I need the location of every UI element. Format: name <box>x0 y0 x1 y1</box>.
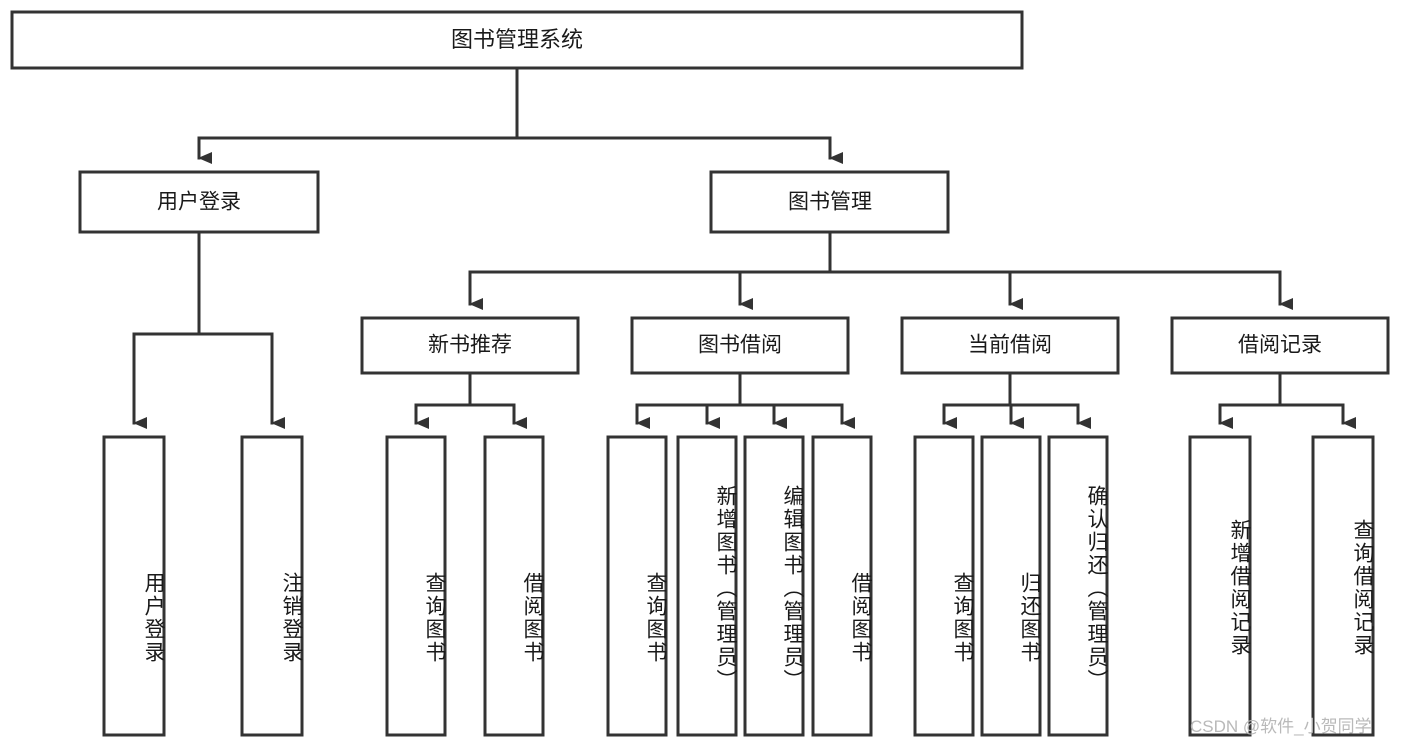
leaf-box-query-borrow-record[interactable] <box>1311 435 1375 737</box>
edges-newbook-to-leaves <box>414 371 527 429</box>
edges-root-to-level1 <box>197 66 843 164</box>
node-new-book-recommend-box[interactable] <box>360 316 580 375</box>
node-book-manage-label: 图书管理 <box>788 191 872 214</box>
leaf-box-query-book-rec[interactable] <box>385 435 447 737</box>
edges-userlogin-to-leaves <box>132 230 285 429</box>
node-new-book-recommend-label: 新书推荐 <box>428 334 512 357</box>
node-book-borrow-label: 图书借阅 <box>698 334 782 357</box>
csdn-watermark: CSDN @软件_小贺同学 <box>1190 717 1372 736</box>
leaf-box-edit-book-admin[interactable] <box>743 435 805 737</box>
node-book-manage-box[interactable] <box>709 170 950 234</box>
node-root-box[interactable] <box>10 10 1024 70</box>
node-current-borrow-label: 当前借阅 <box>968 334 1052 357</box>
leaf-box-confirm-return[interactable] <box>1047 435 1109 737</box>
node-borrow-record-label: 借阅记录 <box>1238 334 1322 357</box>
node-borrow-record-box[interactable] <box>1170 316 1390 375</box>
node-user-login[interactable]: 用户登录 <box>78 170 320 234</box>
leaf-box-query-book-current[interactable] <box>913 435 975 737</box>
leaf-box-add-borrow-record[interactable] <box>1188 435 1252 737</box>
leaf-boxes <box>102 435 1375 737</box>
node-user-login-box[interactable] <box>78 170 320 234</box>
edges-bookmanage-to-level2 <box>468 230 1293 310</box>
leaf-box-user-login[interactable] <box>102 435 166 737</box>
node-book-borrow[interactable]: 图书借阅 <box>630 316 850 375</box>
node-root[interactable]: 图书管理系统 <box>10 10 1024 70</box>
node-book-borrow-box[interactable] <box>630 316 850 375</box>
leaf-box-query-book-borrow[interactable] <box>606 435 668 737</box>
node-root-label: 图书管理系统 <box>451 27 583 52</box>
node-new-book-recommend[interactable]: 新书推荐 <box>360 316 580 375</box>
edges-bookborrow-to-leaves <box>635 371 855 429</box>
leaf-box-user-logout[interactable] <box>240 435 304 737</box>
node-current-borrow[interactable]: 当前借阅 <box>900 316 1120 375</box>
node-current-borrow-box[interactable] <box>900 316 1120 375</box>
leaf-box-borrow-book-rec[interactable] <box>483 435 545 737</box>
node-borrow-record[interactable]: 借阅记录 <box>1170 316 1390 375</box>
edges-currentborrow-to-leaves <box>942 371 1091 429</box>
leaf-box-borrow-book[interactable] <box>811 435 873 737</box>
leaf-box-add-book-admin[interactable] <box>676 435 738 737</box>
edges-borrowrecord-to-leaves <box>1218 371 1356 429</box>
node-user-login-label: 用户登录 <box>157 191 241 214</box>
leaf-box-return-book[interactable] <box>980 435 1042 737</box>
node-book-manage[interactable]: 图书管理 <box>709 170 950 234</box>
